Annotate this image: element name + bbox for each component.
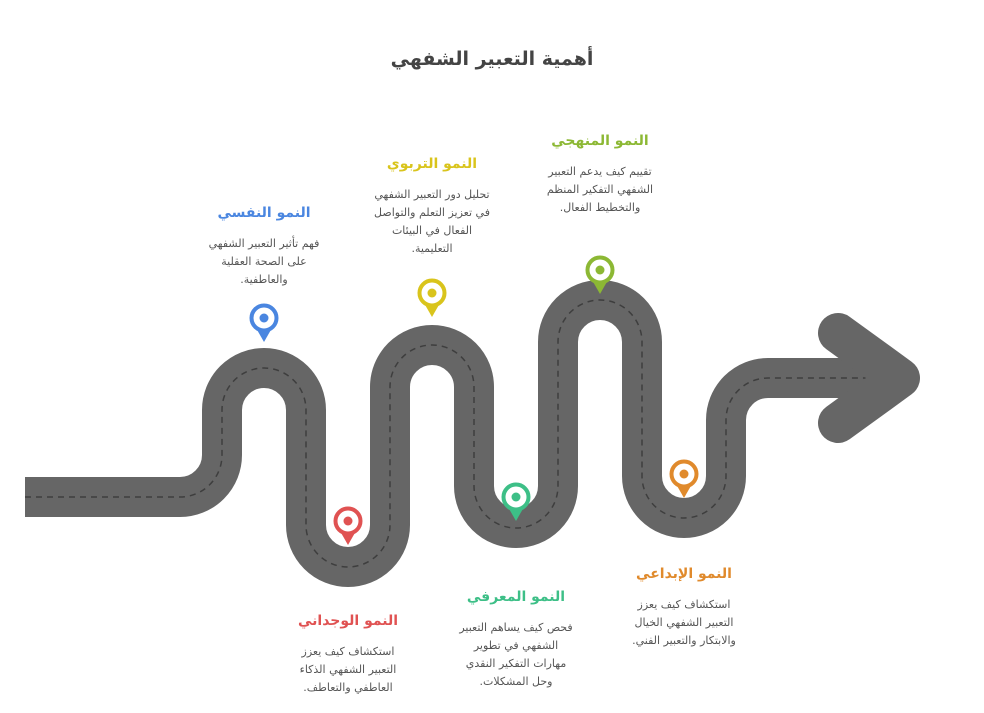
stage-description: استكشاف كيف يعزز التعبير الشفهي الذكاء ا…	[299, 645, 397, 694]
location-pin-icon	[501, 482, 531, 521]
location-pin-icon	[249, 303, 279, 342]
diagram-title: أهمية التعبير الشفهي	[390, 48, 594, 70]
stage-description: استكشاف كيف يعزز التعبير الشفهي الخيال و…	[632, 598, 736, 647]
stage-title: النمو المعرفي	[466, 589, 566, 605]
stage-description: تحليل دور التعبير الشفهي في تعزيز التعلم…	[374, 188, 490, 255]
stage-title: النمو الإبداعي	[636, 566, 732, 582]
stage-block: النمو الإبداعي استكشاف كيف يعزز التعبير ا…	[584, 566, 784, 650]
stage-title: النمو التربوي	[386, 156, 478, 172]
stage-block: النمو التربوي تحليل دور التعبير الشفهي في…	[332, 156, 532, 258]
stage-block: النمو المنهجي تقييم كيف يدعم التعبير الشف…	[500, 133, 700, 217]
location-pin-icon	[417, 278, 447, 317]
stage-description: تقييم كيف يدعم التعبير الشفهي التفكير ال…	[546, 165, 654, 214]
location-pin-icon	[585, 255, 615, 294]
location-pin-icon	[669, 459, 699, 498]
stage-block: النمو الوجداني استكشاف كيف يعزز التعبير ا…	[248, 613, 448, 697]
winding-road	[25, 280, 895, 587]
stage-description: فهم تأثير التعبير الشفهي على الصحة العقل…	[208, 237, 320, 286]
stage-title: النمو المنهجي	[551, 133, 649, 149]
stage-description: فحص كيف يساهم التعبير الشفهي في تطوير مه…	[459, 621, 573, 688]
stage-title: النمو النفسي	[217, 205, 311, 221]
location-pin-icon	[333, 506, 363, 545]
stage-title: النمو الوجداني	[297, 613, 399, 629]
arrow-head-icon	[818, 313, 920, 443]
stage-block: النمو النفسي فهم تأثير التعبير الشفهي على…	[164, 205, 364, 289]
stage-block: النمو المعرفي فحص كيف يساهم التعبير الشفه…	[416, 589, 616, 691]
